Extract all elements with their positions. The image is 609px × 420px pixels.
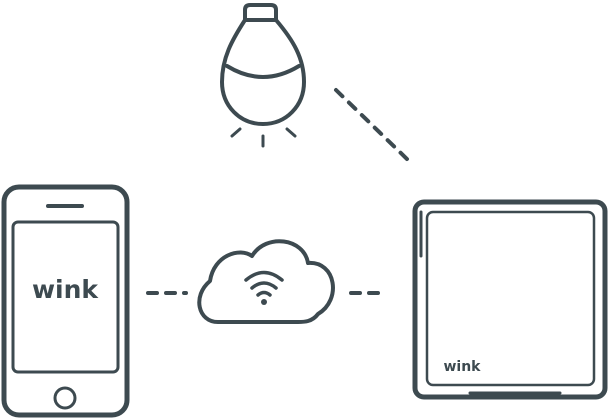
wifi-dot [261, 299, 267, 305]
bulb-ray-right [285, 127, 297, 138]
bulb-cap [243, 3, 278, 22]
hub-logo: wink [443, 359, 481, 375]
cloud-wifi-icon [197, 239, 335, 324]
connection-bulb-hub [334, 88, 410, 162]
hub-body [412, 199, 608, 400]
phone-body [1, 184, 130, 418]
cloud-outline [197, 239, 335, 324]
light-bulb-icon [220, 3, 306, 148]
wink-hub-icon: wink [412, 199, 608, 400]
phone-logo: wink [32, 275, 99, 304]
bulb-globe [220, 18, 306, 126]
bulb-band [225, 64, 301, 79]
phone-screen [11, 220, 120, 374]
smartphone-icon: wink [1, 184, 130, 418]
bulb-ray-left [230, 127, 242, 138]
wifi-arc-outer [244, 270, 284, 282]
wifi-arc-middle [250, 281, 278, 290]
hub-face [425, 210, 596, 387]
phone-home-button [53, 386, 77, 410]
wifi-arc-inner [256, 290, 272, 297]
